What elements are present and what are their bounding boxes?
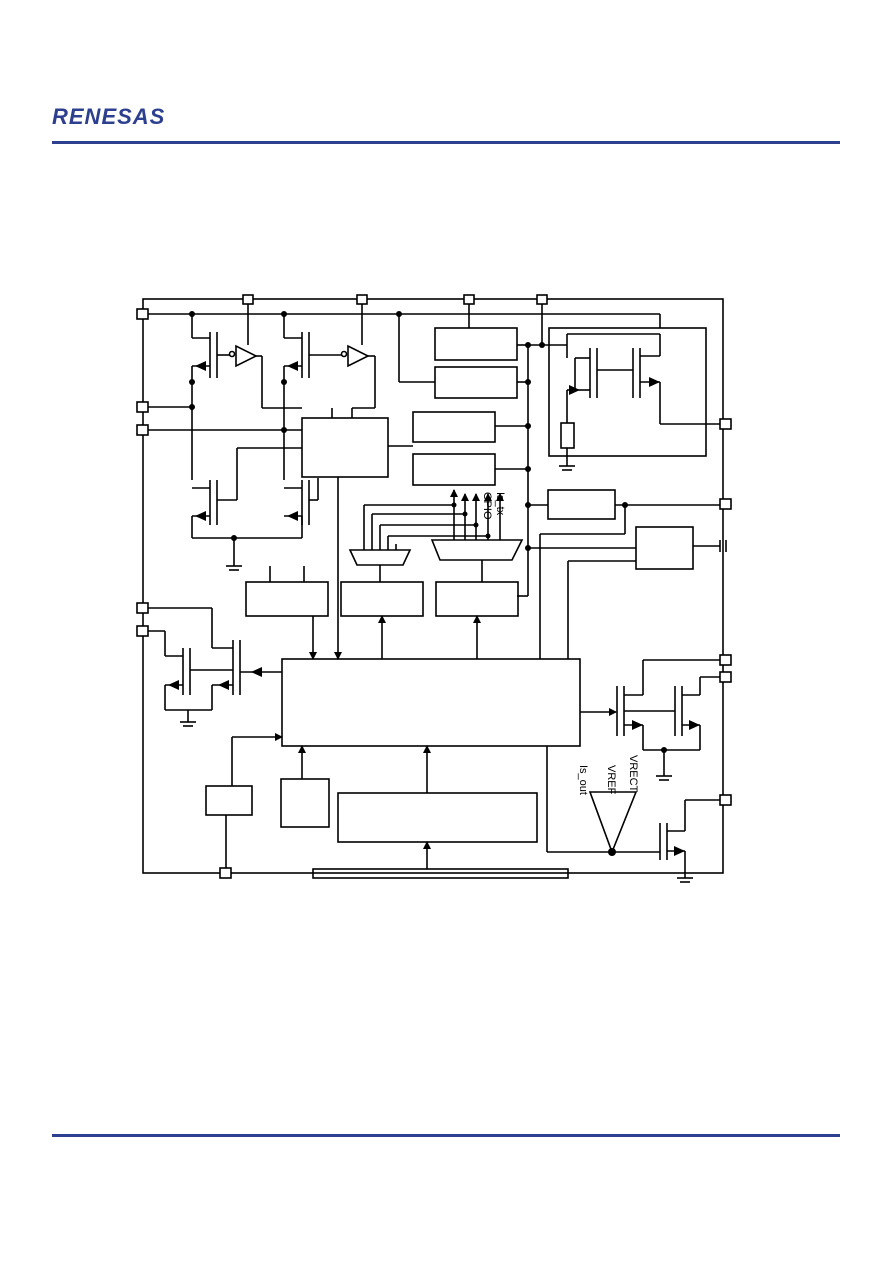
label-vrect: VRECT [627,755,639,793]
header-rule [52,141,840,144]
pin-right-3 [719,654,732,666]
reference-block [548,327,707,457]
renesas-logo: RENESAS [52,104,192,130]
label-is-out: Is_out [577,765,589,795]
block-i [435,581,519,617]
pin-right-1 [719,418,732,430]
block-j [205,785,253,816]
pin-left-1 [136,308,149,320]
mux-small [348,549,412,566]
buffer-2 [347,344,370,368]
footer-rule [52,1134,840,1137]
pin-top-4 [536,294,548,305]
pin-left-2 [136,401,149,413]
control-block [301,417,389,478]
pin-left-3 [136,424,149,436]
mux-large [430,539,524,561]
block-f [635,526,694,570]
block-b [434,366,518,399]
block-e [547,489,616,520]
block-k [280,778,330,828]
label-gpio: GPIO [481,492,493,520]
label-vref: VREF [605,765,617,795]
block-g [245,581,329,617]
pin-right-4 [719,671,732,683]
pin-top-1 [242,294,254,305]
buffer-1 [235,344,258,368]
pin-right-2 [719,498,732,510]
pin-bottom-1 [219,867,232,879]
pin-top-2 [356,294,368,305]
pin-right-5 [719,794,732,806]
block-a [434,327,518,361]
pin-left-4 [136,602,149,614]
chip-boundary [142,298,724,874]
pin-left-5 [136,625,149,637]
block-c [412,411,496,443]
pin-top-3 [463,294,475,305]
resistor [560,422,575,449]
logo-text: RENESAS [52,104,166,129]
block-h [340,581,424,617]
bottom-bus [312,868,569,879]
main-logic-block [281,658,581,747]
comparator [588,791,638,855]
block-d [412,453,496,486]
block-l [337,792,538,843]
label-is-tx: Is_tx [494,492,506,516]
